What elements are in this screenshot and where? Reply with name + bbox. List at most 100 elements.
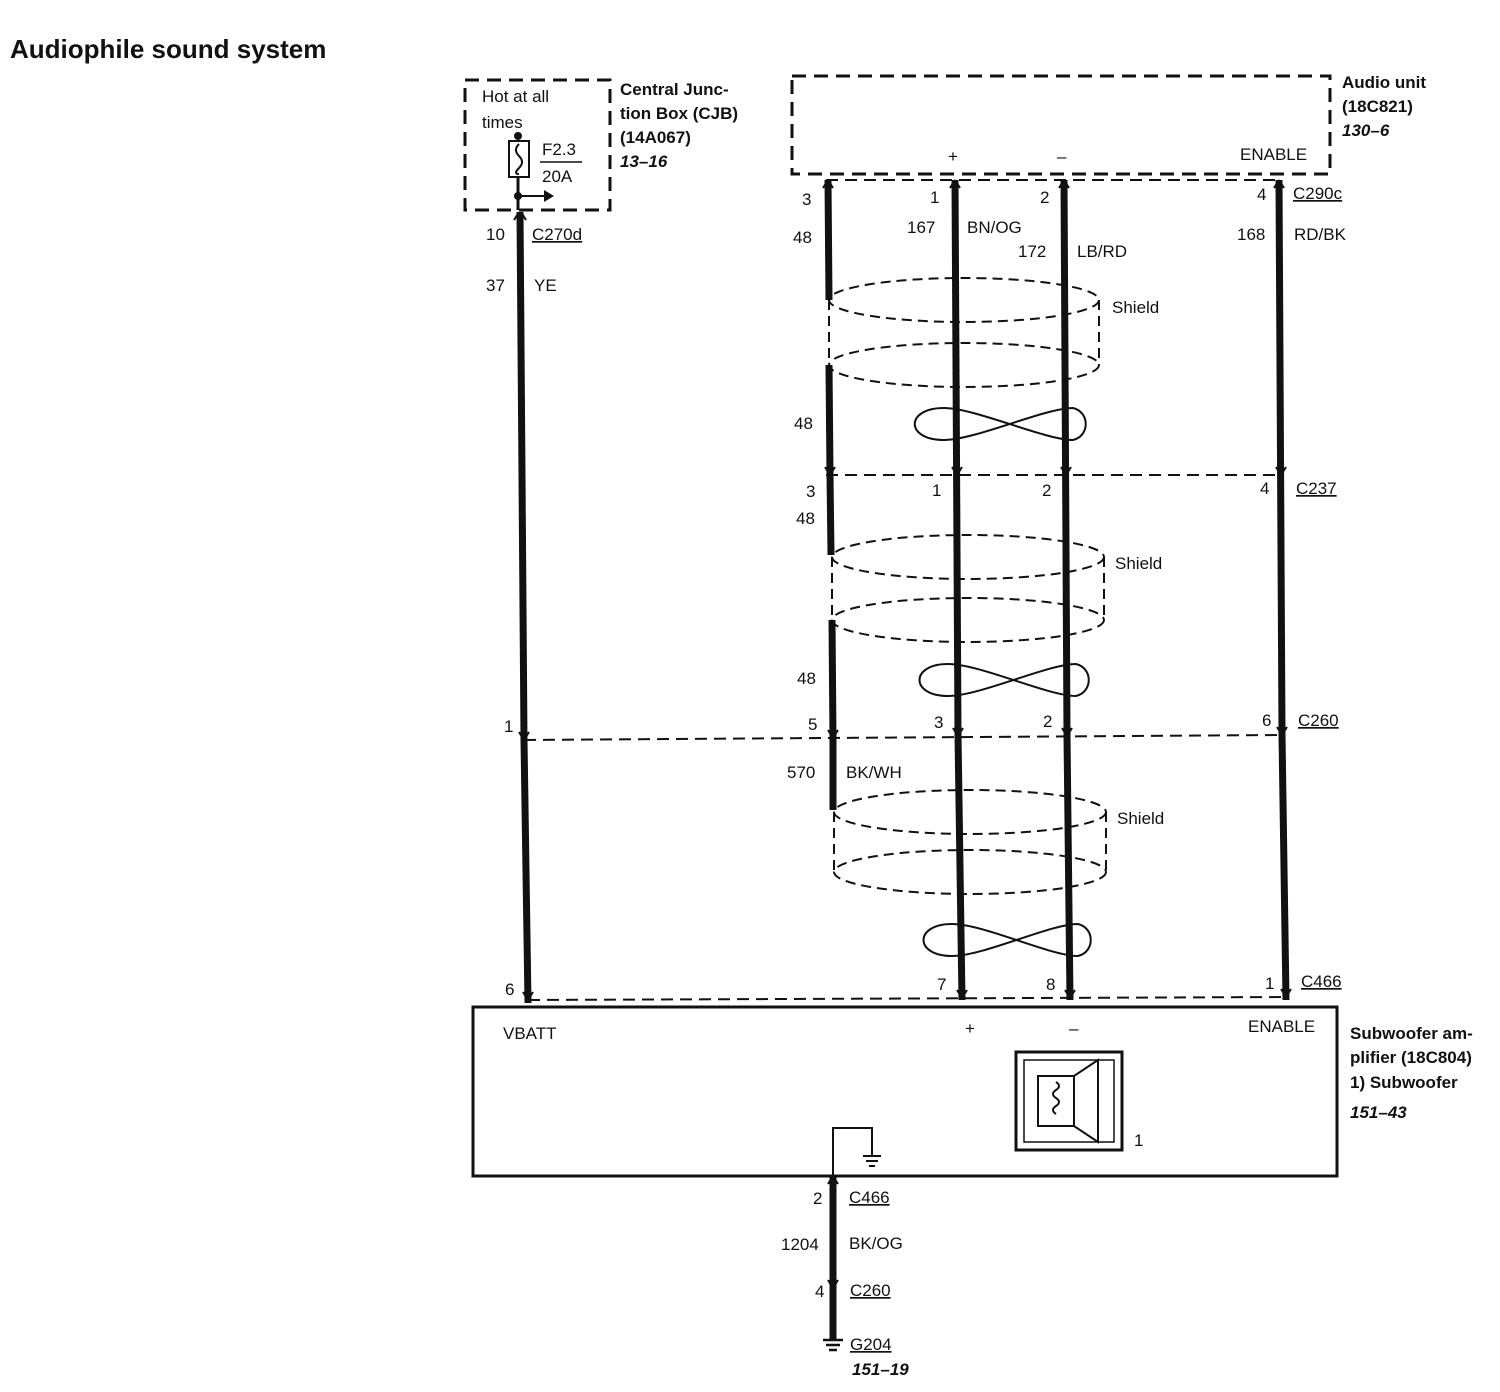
cjb-hot-label-1: Hot at all [482, 87, 549, 106]
twisted-pair-icon [913, 406, 1087, 442]
shield-3 [833, 789, 1107, 895]
wire-ye-lower [520, 739, 532, 1004]
c260-name: C260 [1298, 711, 1339, 730]
shield-top [828, 277, 1100, 323]
circuit-ye-num: 37 [486, 276, 505, 295]
page-title: Audiophile sound system [10, 34, 326, 64]
wire-plus-lower [954, 734, 966, 1001]
pin-mark [1280, 988, 1292, 998]
pin-mark [952, 727, 964, 737]
c466-pin-8: 8 [1046, 975, 1055, 994]
amplifier-plus: + [965, 1019, 975, 1038]
audio-unit-part-no: (18C821) [1342, 97, 1413, 116]
audio-unit-name: Audio unit [1342, 73, 1426, 92]
connector-line-c466 [527, 996, 1289, 1001]
c290c-pin-3: 3 [802, 190, 811, 209]
audio-unit: + – ENABLE Audio unit (18C821) 130–6 [790, 73, 1426, 176]
wire-drain-4 [828, 619, 837, 741]
circuit-drain-ground-num: 570 [787, 763, 815, 782]
c466-ground-name: C466 [849, 1188, 890, 1207]
shield-bottom [833, 849, 1107, 895]
pin-mark [1275, 466, 1287, 476]
wire-drain-3 [826, 474, 835, 556]
circuit-enable-color: RD/BK [1294, 225, 1347, 244]
connector-line-c260 [523, 734, 1286, 741]
audio-unit-minus: – [1057, 147, 1067, 166]
amplifier-name-2: plifier (18C804) [1350, 1048, 1472, 1067]
speaker-icon [1037, 1058, 1099, 1144]
amplifier-minus: – [1069, 1019, 1079, 1038]
cjb-hot-label-2: times [482, 113, 523, 132]
c466-pin-6: 6 [505, 980, 514, 999]
wire-drain-2 [825, 364, 834, 476]
c260-pin-1: 1 [504, 717, 513, 736]
cjb-name-1: Central Junc- [620, 80, 729, 99]
amplifier-page-ref: 151–43 [1350, 1103, 1407, 1122]
c237-name: C237 [1296, 479, 1337, 498]
circuit-plus-num: 167 [907, 218, 935, 237]
wire-minus [1060, 179, 1071, 736]
c270d-name: C270d [532, 225, 582, 244]
circuit-ground-color: BK/OG [849, 1234, 903, 1253]
cjb-part-no: (14A067) [620, 128, 691, 147]
twisted-pair-icon [922, 922, 1092, 958]
drain-num-3: 48 [796, 509, 815, 528]
ground-point-name: G204 [850, 1335, 892, 1354]
pin-mark [824, 466, 836, 476]
pin-mark [1061, 727, 1073, 737]
shield-bottom [831, 597, 1105, 643]
fuse-terminal [514, 132, 522, 140]
c260-ground-name: C260 [850, 1281, 891, 1300]
pin-mark [1276, 726, 1288, 736]
cjb-page-ref: 13–16 [620, 152, 668, 171]
wire-drain-1 [824, 179, 833, 301]
amplifier-name-1: Subwoofer am- [1350, 1024, 1473, 1043]
internal-ground-wire [832, 1127, 873, 1176]
c260-pin-6: 6 [1262, 711, 1271, 730]
ground-point-page-ref: 151–19 [852, 1360, 909, 1379]
arrow-right-icon [544, 190, 554, 202]
amplifier-outline [471, 1005, 1339, 1178]
circuit-drain-ground-color: BK/WH [846, 763, 902, 782]
pin-mark [1064, 989, 1076, 999]
shield-2 [831, 534, 1105, 643]
central-junction-box: Hot at all times F2.3 20A Central Junc- … [463, 78, 738, 212]
pin-mark [827, 1175, 839, 1185]
speaker-callout: 1 [1134, 1131, 1143, 1150]
c290c-pin-1: 1 [930, 188, 939, 207]
c466-pin-7: 7 [937, 975, 946, 994]
circuit-minus-color: LB/RD [1077, 242, 1127, 261]
pin-marks [513, 179, 1292, 1001]
c260-pin-5: 5 [808, 715, 817, 734]
fuse-icon [508, 140, 530, 178]
drain-num-4: 48 [797, 669, 816, 688]
amplifier-vbatt: VBATT [503, 1024, 557, 1043]
pin-mark [1273, 179, 1285, 189]
c466-pin-1: 1 [1265, 974, 1274, 993]
pin-mark [956, 989, 968, 999]
shield-bottom [828, 342, 1100, 388]
shield-label-2: Shield [1115, 554, 1162, 573]
pin-mark [951, 466, 963, 476]
pin-mark [1060, 466, 1072, 476]
c466-name: C466 [1301, 972, 1342, 991]
wire-plus [951, 179, 962, 736]
c237-pin-3: 3 [806, 482, 815, 501]
pin-mark [1058, 179, 1070, 189]
c237-pin-2: 2 [1042, 481, 1051, 500]
chassis-ground-icon [823, 1338, 843, 1352]
pin-mark [949, 179, 961, 189]
c290c-name: C290c [1293, 184, 1343, 203]
wire-enable-lower [1278, 734, 1290, 1001]
cjb-outline [463, 78, 612, 212]
circuit-plus-color: BN/OG [967, 218, 1022, 237]
pin-mark [827, 1279, 839, 1289]
fuse-rating: 20A [542, 167, 573, 186]
c237-pin-4: 4 [1260, 479, 1269, 498]
drain-num-1: 48 [793, 228, 812, 247]
audio-unit-page-ref: 130–6 [1342, 121, 1390, 140]
voice-coil-icon [1052, 1081, 1060, 1115]
c237-pin-1: 1 [932, 481, 941, 500]
circuit-enable-num: 168 [1237, 225, 1265, 244]
